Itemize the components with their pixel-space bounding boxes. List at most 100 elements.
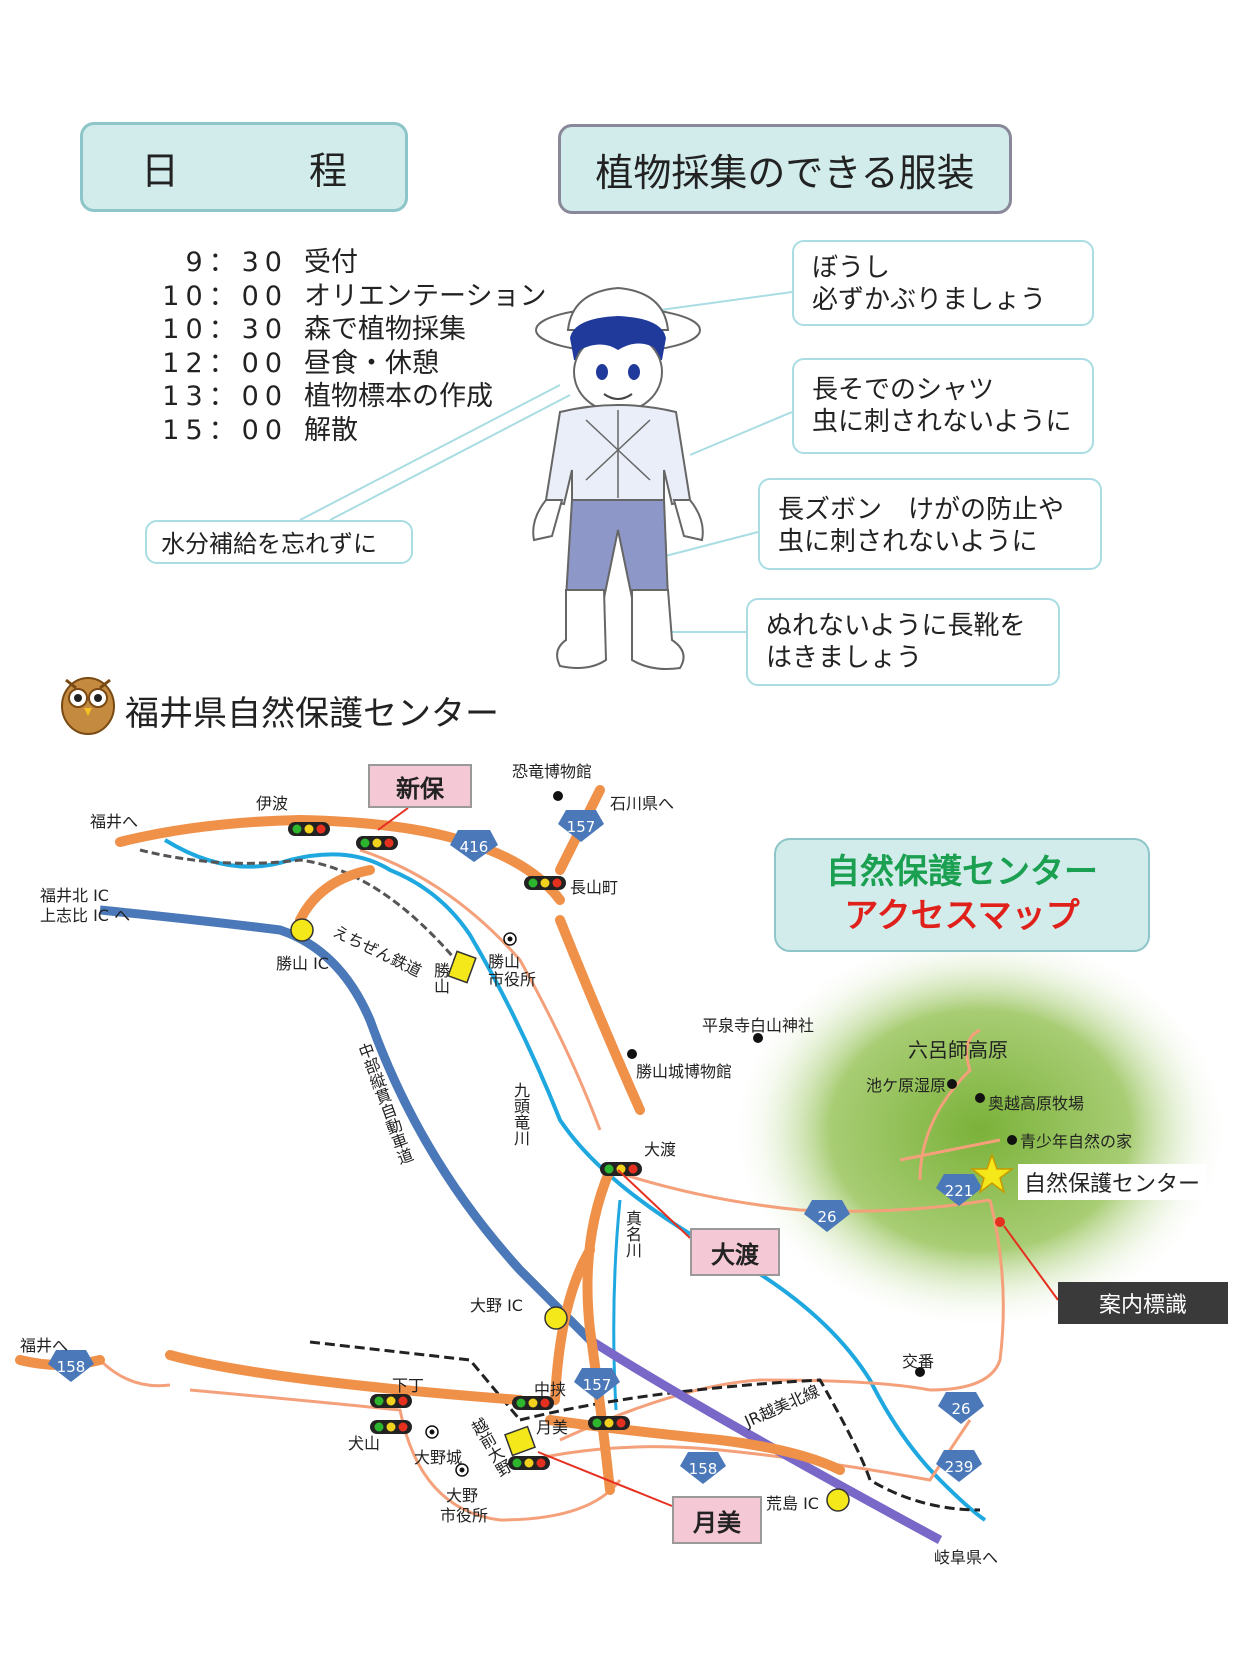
fukui-west-label: 福井へ [20, 1336, 69, 1355]
schedule-title-char2: 程 [309, 148, 348, 193]
heisenji-dot [753, 1033, 763, 1043]
traffic-light-icon [288, 822, 330, 836]
ikegahara-dot [947, 1079, 957, 1089]
route-katsuyama-ic [295, 865, 375, 925]
echizen-railway [139, 848, 462, 966]
kuzuryu-river [163, 838, 987, 1522]
route-157-label-a: 157 [567, 818, 596, 836]
koban-dot [915, 1367, 925, 1377]
seishonen-label: 青少年自然の家 [1020, 1132, 1133, 1151]
castle-museum-label: 勝山城博物館 [636, 1062, 733, 1081]
route-416-label: 416 [460, 838, 489, 856]
route-158-shield-a [48, 1350, 94, 1382]
kamishihi-ic-label: 上志比 IC へ [40, 906, 131, 925]
boy-illustration [299, 286, 793, 670]
route-221-label: 221 [945, 1182, 974, 1200]
fukui-label: 福井へ [90, 812, 139, 831]
nature-center-label: 自然保護センター [1018, 1164, 1207, 1200]
rokuroshi-label: 六呂師高原 [908, 1038, 1008, 1062]
route-157-a [555, 915, 645, 1115]
dinosaur-museum-label: 恐竜博物館 [512, 762, 593, 781]
arashima-ic-marker [826, 1488, 850, 1512]
chubu-jukan-expressway-east [587, 1336, 943, 1544]
traffic-light-icon [508, 1456, 550, 1470]
traffic-light-icon [588, 1416, 630, 1430]
tsukimi-label: 月美 [536, 1418, 569, 1437]
access-map-title: 自然保護センター アクセスマップ [774, 838, 1150, 952]
shinbo-pointer [377, 807, 409, 831]
ishikawa-label: 石川県へ [610, 794, 675, 813]
sign-marker [995, 1217, 1005, 1227]
gifu-label: 岐阜県へ [934, 1548, 999, 1567]
dinosaur-museum-dot [553, 791, 563, 801]
route-157-shield-b [574, 1368, 620, 1400]
ikegahara-label: 池ケ原湿原 [866, 1076, 947, 1095]
tsukimi-pointer [537, 1451, 673, 1507]
schedule-header: 日 程 [80, 122, 408, 212]
guide-sign-callout: 案内標識 [1058, 1282, 1228, 1324]
water-note: 水分補給を忘れずに [145, 520, 413, 564]
clothes-header: 植物採集のできる服装 [558, 124, 1012, 214]
route-157-label-b: 157 [583, 1376, 612, 1394]
route-26-label-b: 26 [951, 1400, 970, 1418]
route-416 [115, 814, 565, 905]
route-26-shield-b [938, 1392, 984, 1424]
route-239-shield [936, 1450, 982, 1482]
traffic-lights [288, 822, 642, 1470]
traffic-light-icon [370, 1394, 412, 1408]
traffic-light-icon [370, 1420, 412, 1434]
katsuyama-station-label: 勝山 [431, 962, 450, 994]
arashima-ic-label: 荒島 IC [766, 1494, 819, 1513]
road-158-old [98, 1358, 171, 1388]
manago-river-label: 真名川 [623, 1210, 642, 1258]
pants-note: 長ズボン けがの防止や 虫に刺されないように [758, 478, 1102, 570]
route-158-shield-b [680, 1452, 726, 1484]
route-239-label: 239 [945, 1458, 974, 1476]
center-star-icon [969, 1152, 1015, 1194]
nakabasami-label: 中挟 [534, 1380, 567, 1399]
echizen-ono-station-marker [504, 1425, 536, 1457]
katsuyama-city-hall-label-1: 勝山 [488, 952, 521, 971]
fukui-kita-ic-label: 福井北 IC [40, 886, 109, 905]
road-221 [918, 1028, 981, 1181]
traffic-light-icon [512, 1396, 554, 1410]
katsuyama-ic-label: 勝山 IC [276, 954, 329, 973]
traffic-light-icon [600, 1162, 642, 1176]
seishonen-dot [1007, 1135, 1017, 1145]
katsuyama-city-hall-label-2: 市役所 [488, 970, 537, 989]
owatari-pointer [617, 1169, 691, 1239]
nagayama-label: 長山町 [570, 878, 619, 897]
route-26-shield-a [804, 1200, 850, 1232]
katsuyama-ic-marker [290, 918, 314, 942]
owl-icon [61, 677, 115, 735]
traffic-light-icon [356, 836, 398, 850]
owatari-callout: 大渡 [690, 1228, 780, 1276]
boots-note: ぬれないように長靴を はきましょう [746, 598, 1060, 686]
route-158-label-b: 158 [689, 1460, 718, 1478]
route-157-shield-a [558, 810, 604, 842]
schedule-title-char1: 日 [140, 148, 179, 193]
road-minor [359, 848, 602, 1131]
ono-ic-label: 大野 IC [470, 1296, 523, 1315]
kuzuryu-river-label: 九頭竜川 [511, 1082, 530, 1146]
shinbo-callout: 新保 [368, 764, 472, 808]
ono-city-hall-label-2: 市役所 [440, 1506, 489, 1525]
road-26 [609, 1168, 991, 1213]
map-title: 福井県自然保護センター [125, 694, 499, 734]
route-416-shield [450, 830, 498, 862]
route-221-shield [936, 1174, 982, 1206]
rokuroshi-plateau-area [730, 930, 1230, 1330]
owatari-label: 大渡 [644, 1140, 677, 1159]
ono-ic-marker [544, 1306, 568, 1330]
heisenji-label: 平泉寺白山神社 [702, 1016, 815, 1035]
sign-pointer [1003, 1225, 1059, 1301]
road-ono [189, 1388, 622, 1522]
ono-castle-label: 大野城 [414, 1448, 463, 1467]
